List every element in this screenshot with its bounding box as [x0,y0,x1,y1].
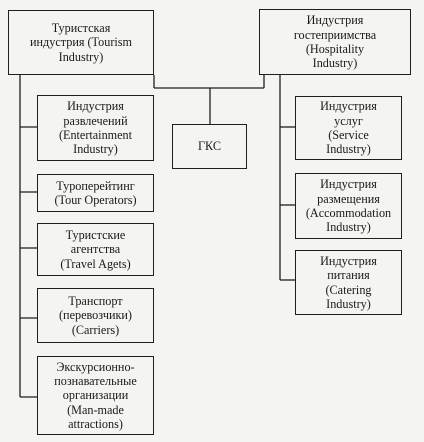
box-text: Индустрия [320,99,377,114]
box-text: Туристские [65,228,126,243]
box-text: Индустрия [320,253,377,268]
gks-box: ГКС [172,124,247,169]
box-text: Industry) [58,49,104,64]
box-text: Industry) [312,56,358,71]
box-text: Индустрия [320,177,377,192]
catering-industry-box: Индустрия питания (Catering Industry) [295,250,402,315]
entertainment-industry-box: Индустрия развлечений (Entertainment Ind… [37,95,154,161]
box-text: Транспорт [68,294,123,309]
box-text: ГКС [197,139,221,154]
hospitality-industry-box: Индустрия гостеприимства (Hospitality In… [259,9,411,75]
box-text: познавательные [54,374,137,389]
transport-carriers-box: Транспорт (перевозчики) (Carriers) [37,288,154,343]
box-text: (Catering [325,282,372,297]
box-text: услуг [334,113,363,128]
box-text: (Accommodation [305,206,392,220]
box-text: (Service [328,128,369,142]
box-text: гостеприимства [293,27,377,42]
box-text: питания [327,268,370,283]
box-text: (Man-made [67,402,124,417]
box-text: Индустрия [306,13,364,28]
accommodation-industry-box: Индустрия размещения (Accommodation Indu… [295,173,402,239]
box-text: развлечений [63,113,128,128]
excursion-organizations-box: Экскурсионно- познавательные организации… [37,356,154,435]
box-text: Экскурсионно- [56,359,135,374]
box-text: Туристская [51,21,111,36]
box-text: Индустрия [67,99,124,114]
box-text: (Travel Agets) [60,256,131,271]
travel-agencies-box: Туристские агентства (Travel Agets) [37,223,154,276]
box-text: Industry) [326,296,371,311]
box-text: (Entertainment [58,128,133,142]
box-text: (Hospitality [305,42,365,56]
box-text: attractions) [68,416,123,431]
box-text: Туроперейтинг [56,178,135,193]
box-text: агентства [70,242,121,257]
box-text: организации [62,388,129,403]
box-text: (Tour Operators) [54,193,137,207]
box-text: Industry) [73,142,118,157]
box-text: индустрия (Tourism [30,35,132,50]
box-text: (Carriers) [71,322,120,337]
tour-operators-box: Туроперейтинг (Tour Operators) [37,174,154,212]
box-text: размещения [317,191,380,206]
service-industry-box: Индустрия услуг (Service Industry) [295,96,402,160]
box-text: Industry) [326,142,371,157]
box-text: (перевозчики) [59,308,132,323]
box-text: Industry) [326,220,371,235]
tourism-industry-box: Туристская индустрия (Tourism Industry) [8,10,154,75]
